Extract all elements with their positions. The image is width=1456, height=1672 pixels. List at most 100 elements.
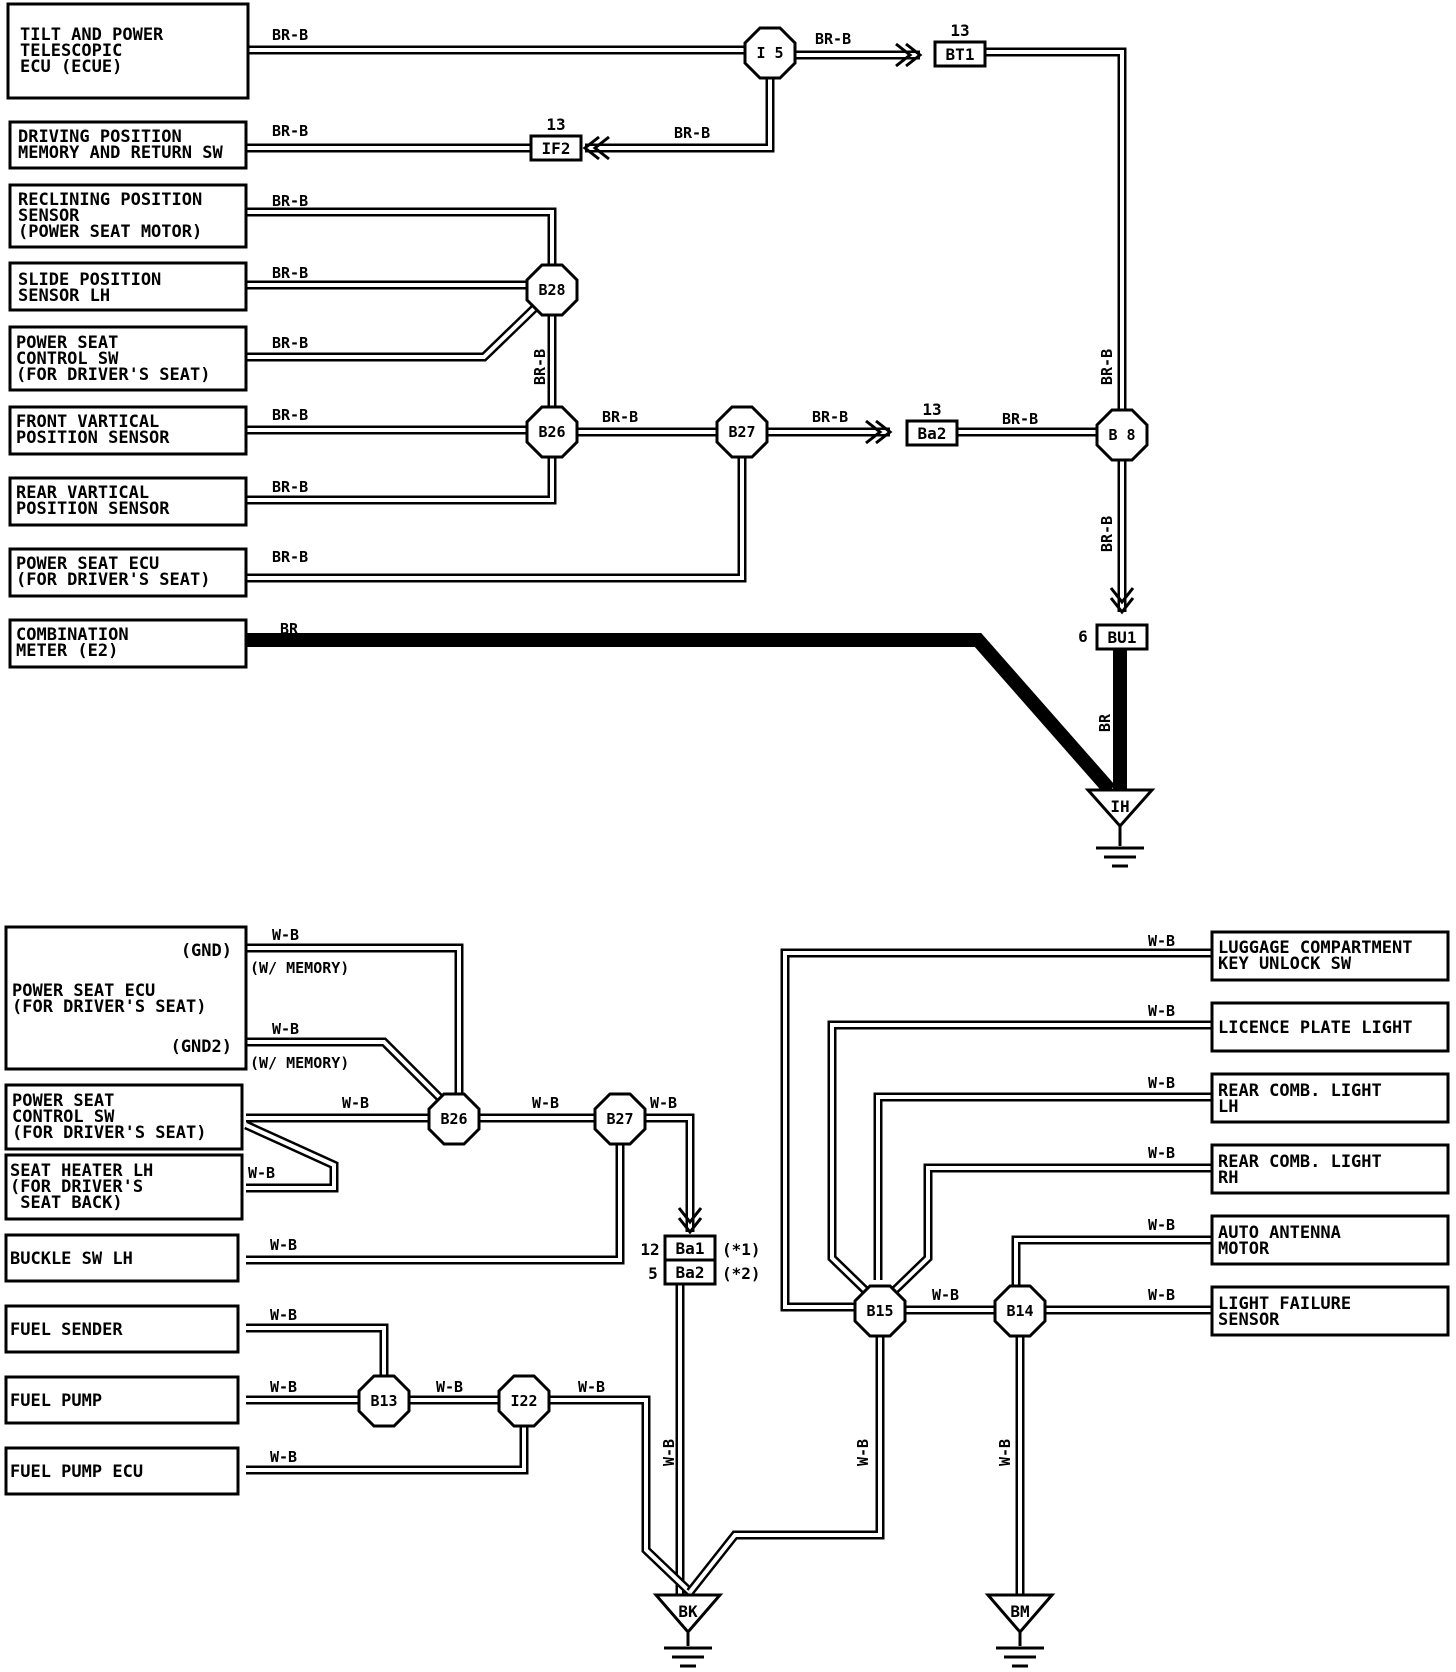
component-power-seat-sw-top: POWER SEAT CONTROL SW (FOR DRIVER'S SEAT… [8,325,248,392]
svg-text:B13: B13 [370,1392,397,1410]
svg-text:BR-B: BR-B [531,349,549,385]
svg-text:BR-B: BR-B [272,264,308,282]
svg-text:BR-B: BR-B [1098,516,1116,552]
svg-text:BR: BR [1096,713,1114,732]
component-rear-vert-sensor: REAR VARTICAL POSITION SENSOR [8,476,248,527]
svg-text:RECLINING POSITION: RECLINING POSITION [18,190,202,210]
svg-text:W-B: W-B [342,1094,369,1112]
svg-text:(W/ MEMORY): (W/ MEMORY) [250,1054,349,1072]
svg-text:B27: B27 [728,423,755,441]
svg-text:(W/ MEMORY): (W/ MEMORY) [250,959,349,977]
svg-text:BR-B: BR-B [1098,349,1116,385]
top-wires [246,45,1127,795]
component-light-failure: LIGHT FAILURE SENSOR [1210,1285,1450,1337]
svg-text:B26: B26 [440,1110,467,1128]
svg-text:BR-B: BR-B [272,26,308,44]
component-auto-antenna: AUTO ANTENNA MOTOR [1210,1214,1450,1266]
svg-text:(FOR DRIVER'S SEAT): (FOR DRIVER'S SEAT) [12,997,206,1017]
svg-text:W-B: W-B [650,1094,677,1112]
svg-text:SEAT BACK): SEAT BACK) [10,1193,123,1213]
connector-bt1: 13 BT1 [933,21,987,68]
svg-text:W-B: W-B [932,1286,959,1304]
component-tilt-ecu: TILT AND POWER TELESCOPIC ECU (ECUE) [6,2,250,100]
component-front-vert-sensor: FRONT VARTICAL POSITION SENSOR [8,405,248,456]
svg-text:W-B: W-B [270,1448,297,1466]
svg-text:W-B: W-B [1148,1216,1175,1234]
svg-text:W-B: W-B [1148,1286,1175,1304]
connector-bu1: 6 BU1 [1078,623,1149,651]
svg-text:BR-B: BR-B [602,408,638,426]
connector-if2: 13 IF2 [529,115,583,162]
svg-text:LH: LH [1218,1097,1238,1117]
svg-text:BM: BM [1010,1602,1029,1621]
svg-text:FUEL SENDER: FUEL SENDER [10,1320,123,1340]
svg-text:12: 12 [640,1240,659,1259]
svg-text:CONTROL SW: CONTROL SW [12,1107,115,1127]
svg-text:BR-B: BR-B [272,478,308,496]
component-power-seat-ecu-bottom: (GND) POWER SEAT ECU (FOR DRIVER'S SEAT)… [4,925,248,1071]
svg-text:B14: B14 [1006,1302,1033,1320]
svg-text:W-B: W-B [1148,1074,1175,1092]
svg-text:IF2: IF2 [542,139,571,158]
svg-text:POWER SEAT: POWER SEAT [12,1091,114,1111]
component-buckle-sw: BUCKLE SW LH [4,1233,240,1283]
svg-text:DRIVING POSITION: DRIVING POSITION [18,127,182,147]
top-arrows [582,42,1135,615]
svg-text:B15: B15 [866,1302,893,1320]
svg-text:BK: BK [678,1602,698,1621]
svg-text:BR-B: BR-B [674,124,710,142]
svg-text:W-B: W-B [1148,932,1175,950]
svg-text:SLIDE POSITION: SLIDE POSITION [18,270,161,290]
svg-text:BR-B: BR-B [815,30,851,48]
svg-text:(GND): (GND) [181,941,232,961]
svg-text:(FOR DRIVER'S SEAT): (FOR DRIVER'S SEAT) [16,570,210,590]
junction-b15: B15 [853,1284,907,1338]
svg-text:RH: RH [1218,1168,1238,1188]
component-luggage-sw: LUGGAGE COMPARTMENT KEY UNLOCK SW [1210,930,1450,982]
component-licence-light: LICENCE PLATE LIGHT [1210,1001,1450,1053]
connector-ba1: 12 Ba1 (*1) [640,1234,761,1262]
svg-text:13: 13 [922,400,941,419]
svg-text:FRONT VARTICAL: FRONT VARTICAL [16,412,159,432]
svg-text:W-B: W-B [270,1236,297,1254]
ground-bk: BK [652,1593,724,1668]
svg-text:SENSOR LH: SENSOR LH [18,286,110,306]
svg-text:W-B: W-B [1148,1144,1175,1162]
wire-labels: BR-B BR-B BR-B BR-B BR-B BR-B BR-B BR-B … [248,26,1175,1466]
svg-text:BR-B: BR-B [1002,410,1038,428]
component-fuel-pump-ecu: FUEL PUMP ECU [4,1446,240,1496]
svg-text:SENSOR: SENSOR [1218,1310,1280,1330]
svg-text:W-B: W-B [272,926,299,944]
svg-text:CONTROL SW: CONTROL SW [16,349,119,369]
svg-text:MOTOR: MOTOR [1218,1239,1270,1259]
svg-text:W-B: W-B [996,1439,1014,1466]
svg-text:6: 6 [1078,627,1088,646]
svg-text:KEY UNLOCK SW: KEY UNLOCK SW [1218,954,1352,974]
svg-text:COMBINATION: COMBINATION [16,625,129,645]
junction-b13: B13 [357,1374,411,1428]
svg-text:POSITION SENSOR: POSITION SENSOR [16,428,170,448]
junction-b26-bottom: B26 [427,1092,481,1146]
svg-text:(GND2): (GND2) [171,1037,232,1057]
svg-text:Ba2: Ba2 [676,1263,705,1282]
svg-text:AUTO ANTENNA: AUTO ANTENNA [1218,1223,1341,1243]
svg-text:BUCKLE SW LH: BUCKLE SW LH [10,1249,133,1269]
junction-b14: B14 [993,1284,1047,1338]
svg-text:BR-B: BR-B [272,122,308,140]
svg-text:BR-B: BR-B [272,406,308,424]
junction-b26: B26 [525,405,579,459]
svg-text:POWER SEAT ECU: POWER SEAT ECU [12,981,155,1001]
svg-text:IH: IH [1110,797,1129,816]
svg-text:BR-B: BR-B [272,548,308,566]
svg-text:13: 13 [950,21,969,40]
component-combination-meter: COMBINATION METER (E2) [8,618,248,669]
svg-text:LUGGAGE COMPARTMENT: LUGGAGE COMPARTMENT [1218,938,1412,958]
svg-text:TILT AND POWER: TILT AND POWER [20,25,164,45]
svg-text:MEMORY AND RETURN SW: MEMORY AND RETURN SW [18,143,223,163]
svg-text:POSITION SENSOR: POSITION SENSOR [16,499,170,519]
ground-ih: IH [1084,788,1156,868]
junction-b27: B27 [715,405,769,459]
svg-text:POWER SEAT ECU: POWER SEAT ECU [16,554,159,574]
svg-text:W-B: W-B [854,1439,872,1466]
